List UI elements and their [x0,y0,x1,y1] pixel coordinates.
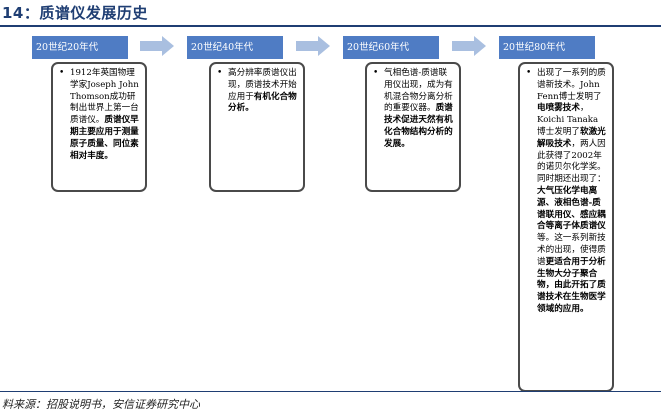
bullet-icon: • [217,68,223,78]
title-divider [0,25,661,27]
stage-box-3: • 气相色谱-质谱联用仪出现，成为有机混合物分离分析的重要仪器。质谱技术促进天然… [365,62,461,192]
bullet-icon: • [526,68,532,78]
stage-item-3: • 气相色谱-质谱联用仪出现，成为有机混合物分离分析的重要仪器。质谱技术促进天然… [373,68,453,151]
segment: 气相色谱-质谱联用仪出现，成为有机混合物分离分析的重要仪器。 [384,68,453,114]
era-header-2: 20世纪40年代 [187,36,283,59]
segment: ，Koichi Tanaka博士发明了 [537,103,599,137]
segment: ，两人因此获得了2002年的诺贝尔化学奖。同时期还出现了： [537,138,606,185]
era-header-1: 20世纪20年代 [32,36,128,59]
era-header-3: 20世纪60年代 [343,36,439,59]
segment: 高分辨率质谱仪出现，质谱技术开始应用于 [228,68,297,102]
segment: 出现了一系列的质谱新技术。John Fenn博士发明了 [537,68,606,102]
era-header-4: 20世纪80年代 [499,36,595,59]
footer-divider [0,391,661,392]
segment-bold: 质谱仪早期主要应用于测量原子质量、同位素相对丰度。 [70,115,139,161]
segment-bold: 电喷雾技术 [537,103,580,114]
figure-title: 14：质谱仪发展历史 [2,4,148,22]
stage-box-4: • 出现了一系列的质谱新技术。John Fenn博士发明了电喷雾技术，Koich… [518,62,614,392]
stage-box-1: • 1912年英国物理学家Joseph John Thomson成功研制出世界上… [51,62,147,192]
segment: 等。这一系列新技术的出现，使得质谱 [537,233,606,267]
stage-item-2: • 高分辨率质谱仪出现，质谱技术开始应用于有机化合物分析。 [217,68,297,115]
bullet-icon: • [59,68,65,78]
stage-item-1: • 1912年英国物理学家Joseph John Thomson成功研制出世界上… [59,68,139,162]
segment-bold: 质谱技术促进天然有机化合物结构分析的发展。 [384,103,453,149]
segment: 1912年英国物理学家Joseph John Thomson成功研制出世界上第一… [70,68,139,126]
segment-bold: 软激光解吸技术 [537,126,606,149]
stage-box-2: • 高分辨率质谱仪出现，质谱技术开始应用于有机化合物分析。 [209,62,305,192]
right-arrow-icon [140,36,174,56]
segment-bold: 有机化合物分析。 [228,91,297,114]
right-arrow-icon [452,36,486,56]
bullet-icon: • [373,68,379,78]
segment-bold: 更适合用于分析生物大分子聚合物，由此开拓了质谱技术在生物医学领域的应用。 [537,256,606,314]
source-note: 料来源：招股说明书，安信证券研究中心 [2,398,200,411]
right-arrow-icon [296,36,330,56]
segment-bold: 大气压化学电离源、液相色谱-质谱联用仪、感应耦合等离子体质谱仪 [537,185,606,232]
stage-item-4: • 出现了一系列的质谱新技术。John Fenn博士发明了电喷雾技术，Koich… [526,68,606,316]
